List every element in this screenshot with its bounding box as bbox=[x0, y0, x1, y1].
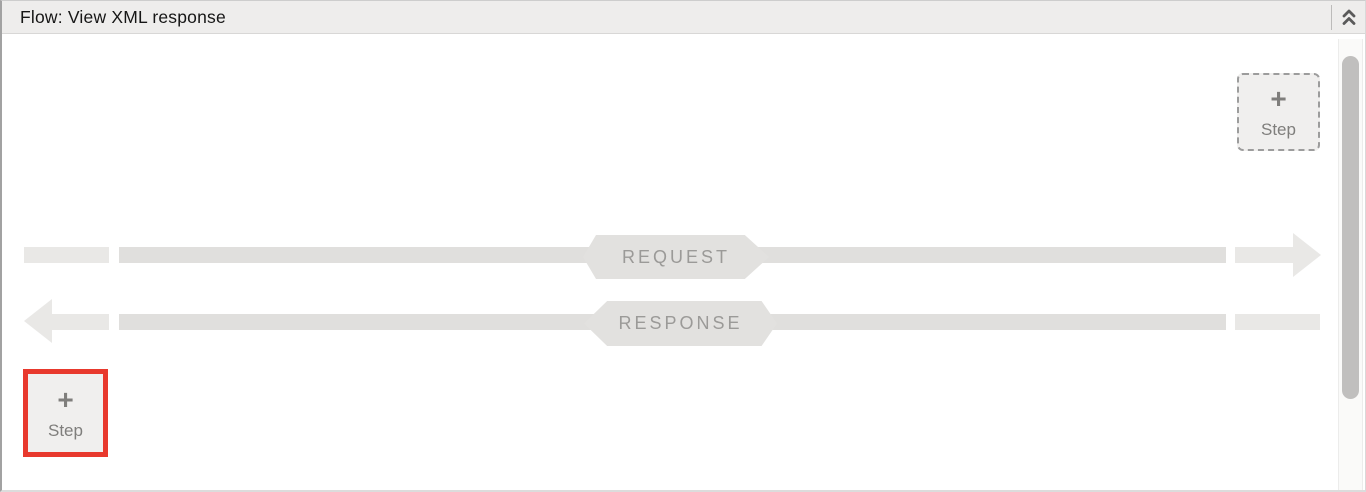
request-label: REQUEST bbox=[621, 246, 730, 267]
response-arrow-shaft bbox=[52, 314, 109, 330]
request-label-badge: REQUEST bbox=[583, 235, 769, 279]
chevron-double-up-icon bbox=[1341, 8, 1357, 27]
plus-icon: + bbox=[1270, 83, 1287, 114]
response-label-badge: RESPONSE bbox=[584, 301, 777, 346]
add-step-button-bottom[interactable]: + Step bbox=[23, 369, 108, 457]
response-arrowhead-left-icon bbox=[24, 299, 52, 343]
add-step-button-top[interactable]: + Step bbox=[1237, 73, 1320, 151]
response-label: RESPONSE bbox=[618, 313, 743, 333]
flow-canvas: REQUEST RESPONSE + Step + Step bbox=[2, 34, 1365, 490]
header-divider bbox=[1331, 5, 1332, 30]
add-step-label: Step bbox=[1261, 120, 1296, 139]
request-arrowhead-right-icon bbox=[1293, 233, 1321, 277]
panel-header: Flow: View XML response bbox=[2, 1, 1365, 34]
vertical-scrollbar-thumb[interactable] bbox=[1342, 56, 1359, 399]
response-tail-segment bbox=[1235, 314, 1320, 330]
request-arrow-shaft bbox=[1235, 247, 1293, 263]
add-step-label: Step bbox=[48, 421, 83, 440]
plus-icon: + bbox=[57, 384, 74, 415]
request-tail-segment bbox=[24, 247, 109, 263]
collapse-panel-button[interactable] bbox=[1332, 1, 1365, 34]
panel-title: Flow: View XML response bbox=[20, 6, 226, 27]
